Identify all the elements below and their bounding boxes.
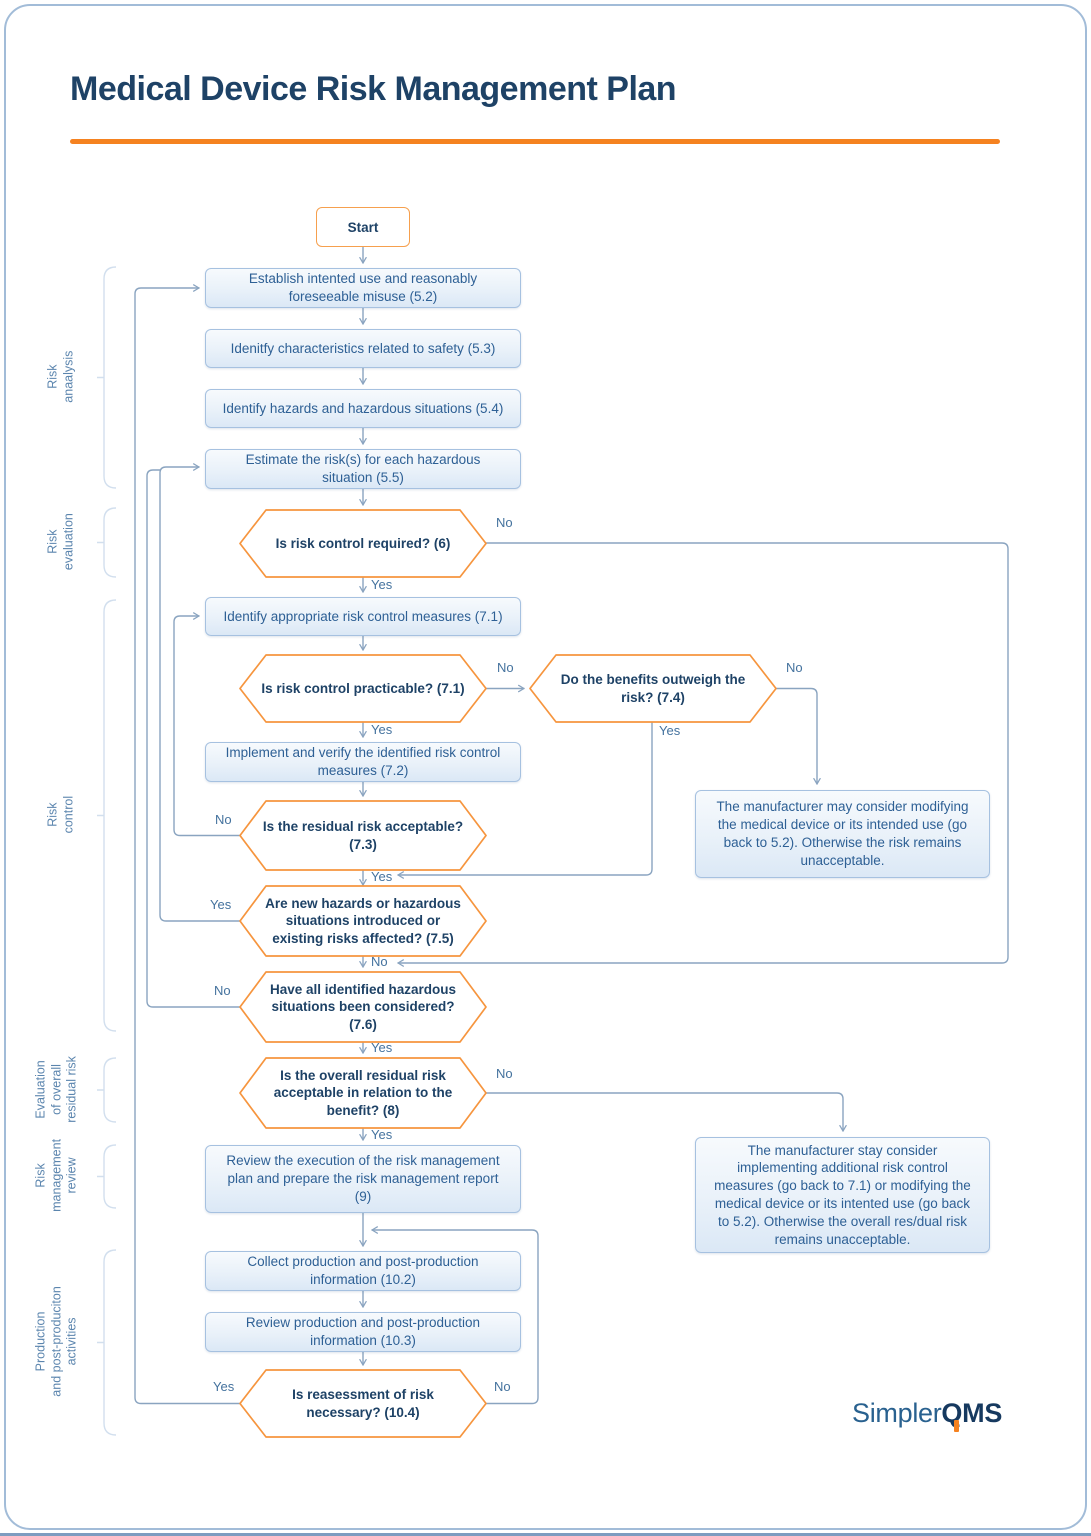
node-collect-102: Collect production and post-production i… bbox=[205, 1251, 521, 1291]
decision-risk-control-required: Is risk control required? (6) bbox=[275, 535, 451, 551]
node-estimate-55: Estimate the risk(s) for each hazardous … bbox=[205, 449, 521, 489]
decision-shape-76 bbox=[239, 971, 487, 1043]
edge-label-yes: Yes bbox=[371, 1040, 393, 1055]
node-implement-72: Implement and verify the identified risk… bbox=[205, 742, 521, 782]
decision-shape-104 bbox=[239, 1369, 487, 1438]
section-label-post-production: Production and post-produciton activitie… bbox=[33, 1286, 79, 1397]
decision-reassessment-necessary: Is reasessment of risk necessary? (10.4) bbox=[292, 1386, 434, 1420]
edge-label-yes: Yes bbox=[371, 577, 393, 592]
section-label-risk-control: Risk control bbox=[45, 795, 75, 834]
node-review-9: Review the execution of the risk managem… bbox=[205, 1145, 521, 1213]
edge-label-no: No bbox=[496, 515, 513, 530]
decision-all-situations-considered: Have all identified hazardous situations… bbox=[269, 981, 457, 1032]
flow-arrows bbox=[134, 246, 1009, 1405]
decision-residual-risk-acceptable: Is the residual risk acceptable? (7.3) bbox=[262, 818, 464, 852]
node-identify-53: Idenitfy characteristics related to safe… bbox=[205, 329, 521, 368]
decision-overall-residual-risk: Is the overall residual risk acceptable … bbox=[273, 1067, 453, 1118]
page-title: Medical Device Risk Management Plan bbox=[70, 70, 677, 108]
edge-label-yes: Yes bbox=[213, 1379, 235, 1394]
node-start: Start bbox=[316, 207, 410, 247]
edge-label-yes: Yes bbox=[371, 869, 393, 884]
decision-new-hazards: Are new hazards or hazardous situations … bbox=[265, 895, 461, 946]
edge-label-no: No bbox=[215, 812, 232, 827]
decision-shape-71 bbox=[239, 654, 487, 723]
node-note-modify-device: The manufacturer may consider modifying … bbox=[695, 790, 990, 878]
edge-label-no: No bbox=[371, 954, 388, 969]
logo-simpler: Simpler bbox=[852, 1398, 942, 1428]
edge-label-yes: Yes bbox=[371, 1127, 393, 1142]
decision-benefits-outweigh-risk: Do the benefits outweigh the risk? (7.4) bbox=[560, 671, 746, 705]
logo-ms: MS bbox=[962, 1398, 1003, 1428]
decision-risk-control-practicable: Is risk control practicable? (7.1) bbox=[261, 680, 465, 696]
bottom-edge-line bbox=[0, 1533, 1091, 1536]
decision-shape-6 bbox=[239, 509, 487, 578]
title-divider bbox=[70, 139, 1000, 144]
edge-label-no: No bbox=[494, 1379, 511, 1394]
edge-label-yes: Yes bbox=[659, 723, 681, 738]
section-brackets bbox=[97, 266, 117, 1436]
edge-label-no: No bbox=[786, 660, 803, 675]
logo-q: Q bbox=[941, 1398, 963, 1428]
page-card-border bbox=[4, 4, 1087, 1530]
decision-shape-74 bbox=[529, 654, 777, 723]
node-identify-71: Identify appropriate risk control measur… bbox=[205, 597, 521, 636]
section-label-risk-evaluation: Risk evaluation bbox=[45, 513, 75, 571]
decision-shape-8 bbox=[239, 1057, 487, 1129]
edge-label-yes: Yes bbox=[371, 722, 393, 737]
edge-label-no: No bbox=[496, 1066, 513, 1081]
node-note-additional-measures: The manufacturer stay consider implement… bbox=[695, 1137, 990, 1253]
simplerqms-logo: SimplerQMS bbox=[852, 1398, 1002, 1429]
decision-shape-73 bbox=[239, 800, 487, 871]
node-establish-52: Establish intented use and reasonably fo… bbox=[205, 268, 521, 308]
edge-label-no: No bbox=[214, 983, 231, 998]
edge-label-yes: Yes bbox=[210, 897, 232, 912]
edge-label-no: No bbox=[497, 660, 514, 675]
decision-shapes bbox=[239, 509, 777, 1438]
node-review-103: Review production and post-production in… bbox=[205, 1312, 521, 1352]
decision-shape-75 bbox=[239, 885, 487, 957]
node-identify-54: Identify hazards and hazardous situation… bbox=[205, 389, 521, 428]
